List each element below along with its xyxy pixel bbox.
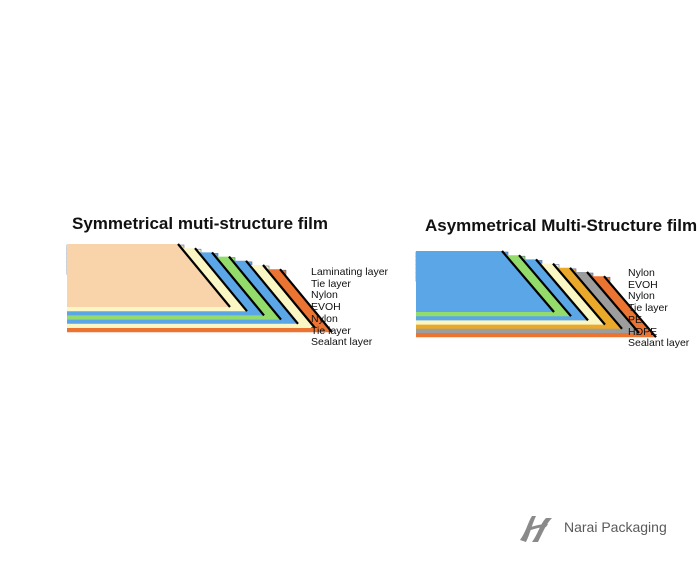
film-layer-face — [67, 244, 230, 307]
layer-label: HDPE — [628, 325, 658, 338]
asymmetrical-film-title: Asymmetrical Multi-Structure film — [425, 216, 698, 235]
narai-logo-icon — [520, 516, 552, 542]
layer-label: PE — [628, 313, 643, 326]
layer-label: Tie layer — [311, 324, 351, 337]
film-layer-face — [416, 251, 554, 312]
asymmetrical-layer-labels: Nylon EVOH Nylon Tie layer PE HDPE Seala… — [628, 267, 690, 350]
film-layer-step-edge — [228, 255, 282, 321]
layer-label: Nylon — [311, 312, 338, 325]
film-layer-step-edge — [535, 258, 589, 322]
film-layer-step-edge — [603, 275, 657, 338]
layer-label: Tie layer — [628, 302, 668, 315]
film-layer-step-edge — [552, 262, 606, 326]
symmetrical-layer-labels: Laminating layer Tie layer Nylon EVOH Ny… — [311, 266, 389, 349]
film-layer-step-edge — [194, 247, 248, 312]
brand-name: Narai Packaging — [564, 519, 667, 535]
layer-label: EVOH — [628, 278, 658, 291]
layer-label: Nylon — [628, 267, 655, 279]
film-layer-step-edge — [586, 271, 640, 334]
film-layer-step-edge — [501, 250, 555, 313]
film-layer-step-edge — [211, 251, 265, 317]
film-layer-step-edge — [245, 260, 299, 325]
layer-label: Sealant layer — [311, 336, 373, 349]
layer-label: Nylon — [628, 290, 655, 303]
film-layer-step-edge — [262, 264, 316, 329]
film-layer-step-edge — [569, 267, 623, 330]
layer-label: Tie layer — [311, 277, 351, 290]
layer-label: Sealant layer — [628, 337, 690, 350]
layer-label: Laminating layer — [311, 266, 389, 278]
film-layer-step-edge — [279, 268, 333, 333]
layer-label: EVOH — [311, 301, 341, 314]
film-layer-step-edge — [177, 243, 231, 308]
film-layer-step-edge — [518, 254, 572, 317]
layer-label: Nylon — [311, 289, 338, 302]
symmetrical-film-title: Symmetrical muti-structure film — [72, 214, 329, 233]
